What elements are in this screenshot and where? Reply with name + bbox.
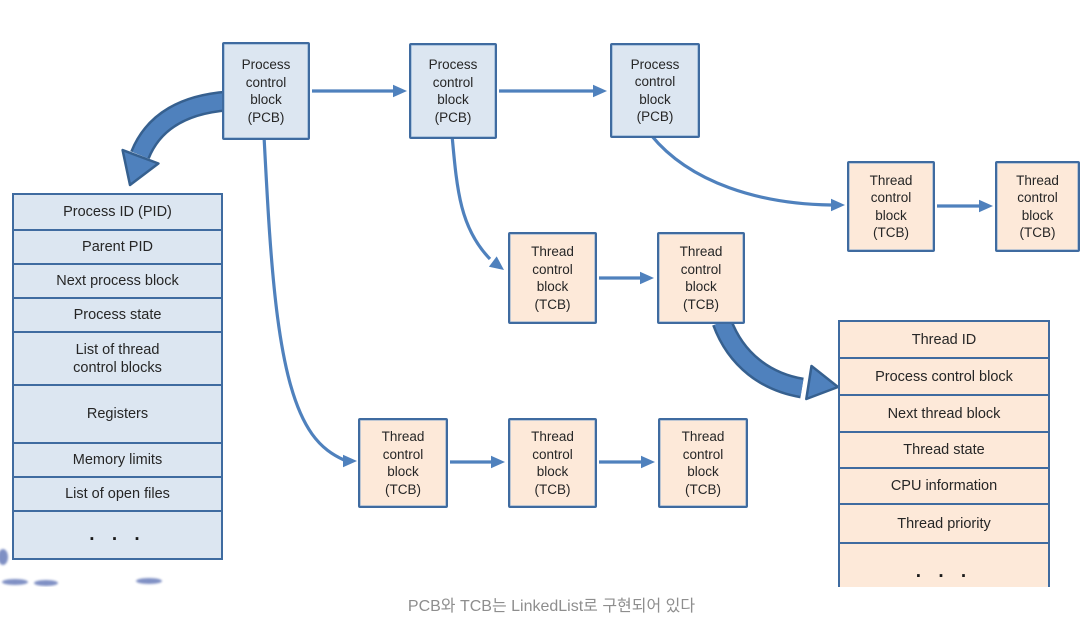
table-row: Thread state — [840, 431, 1048, 467]
curve-pcb2-tcbm1 — [450, 134, 492, 261]
table-row: List of open files — [14, 476, 221, 510]
table-row: Next process block — [14, 263, 221, 297]
table-row: Process state — [14, 297, 221, 331]
thick-arrow-to-tcb-table — [712, 318, 840, 401]
connector-arrows — [121, 84, 993, 469]
table-row: Process ID (PID) — [14, 195, 221, 229]
watermark-scribble — [34, 580, 58, 586]
pcb-node-3: Process control block (PCB) — [610, 43, 700, 138]
tcb-node-topright-1: Thread control block (TCB) — [847, 161, 935, 252]
table-row: Parent PID — [14, 229, 221, 263]
table-row: Memory limits — [14, 442, 221, 476]
watermark-scribble — [2, 579, 28, 585]
tcb-node-bottom-2: Thread control block (TCB) — [508, 418, 597, 508]
table-row: . . . — [840, 542, 1048, 587]
tcb-node-mid-1: Thread control block (TCB) — [508, 232, 597, 324]
table-row: Thread priority — [840, 503, 1048, 542]
table-row: Next thread block — [840, 394, 1048, 431]
table-row: List of thread control blocks — [14, 331, 221, 384]
tcb-node-mid-2: Thread control block (TCB) — [657, 232, 745, 324]
diagram-canvas: Process control block (PCB) Process cont… — [0, 42, 1080, 587]
table-row: CPU information — [840, 467, 1048, 503]
watermark-scribble — [0, 549, 8, 565]
tcb-node-topright-2: Thread control block (TCB) — [995, 161, 1080, 252]
tcb-node-bottom-3: Thread control block (TCB) — [658, 418, 748, 508]
table-row: Process control block — [840, 357, 1048, 394]
pcb-node-1: Process control block (PCB) — [222, 42, 310, 140]
curve-pcb3-tcbtr1 — [649, 133, 832, 207]
watermark-scribble — [136, 578, 162, 584]
table-row: . . . — [14, 510, 221, 558]
thick-arrow-to-pcb-table — [121, 90, 229, 187]
diagram-caption: PCB와 TCB는 LinkedList로 구현되어 있다 — [407, 598, 696, 615]
pcb-structure-table: Process ID (PID) Parent PID Next process… — [12, 193, 223, 560]
table-row: Registers — [14, 384, 221, 442]
curve-pcb1-tcbb1 — [262, 135, 345, 462]
tcb-node-bottom-1: Thread control block (TCB) — [358, 418, 448, 508]
table-row: Thread ID — [840, 322, 1048, 357]
pcb-node-2: Process control block (PCB) — [409, 43, 497, 139]
tcb-structure-table: Thread ID Process control block Next thr… — [838, 320, 1050, 587]
